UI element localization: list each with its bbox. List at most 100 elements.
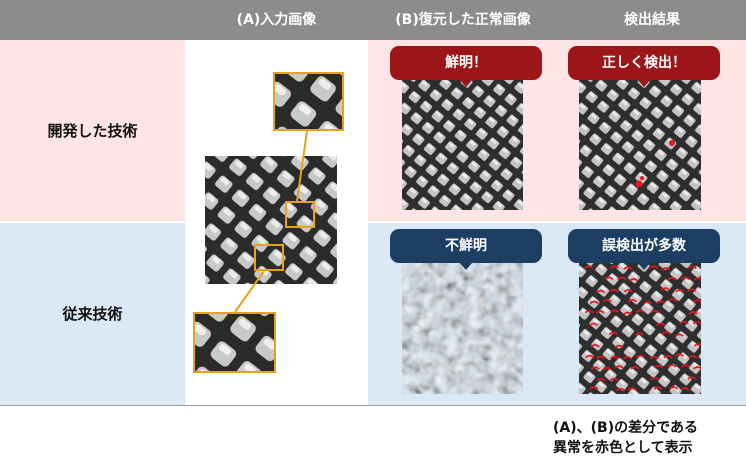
- false-positive-mark: [630, 366, 640, 370]
- badge-clear: 鮮明！: [390, 46, 542, 87]
- false-positive-mark: [590, 366, 600, 370]
- input-image: [205, 156, 337, 284]
- row-divider-left: [0, 221, 185, 223]
- false-positive-mark: [661, 331, 671, 335]
- false-positive-mark: [589, 386, 599, 390]
- false-positive-mark: [609, 265, 620, 269]
- row-label-developed: 開発した技術: [47, 122, 138, 140]
- caption-line-1: (A)、(B)の差分である: [553, 420, 698, 436]
- header-restored-image: (B)復元した正常画像: [395, 12, 531, 28]
- false-positive-mark: [623, 266, 633, 270]
- badge-pointer: [459, 262, 473, 270]
- false-positive-mark: [615, 387, 625, 392]
- badge-unclear-text: 不鮮明: [445, 238, 487, 254]
- false-positive-mark: [679, 321, 689, 325]
- false-positive-mark: [643, 301, 653, 305]
- header-input-image: (A)入力画像: [236, 12, 317, 28]
- header-detection-result: 検出結果: [624, 12, 680, 28]
- false-positive-mark: [650, 309, 660, 314]
- anomaly-mark: [635, 180, 643, 188]
- badge-correct-detection-text: 正しく検出！: [602, 55, 686, 71]
- conventional-detection-image: [579, 262, 701, 394]
- false-positive-mark: [680, 364, 691, 368]
- false-positive-marks: [584, 265, 701, 392]
- false-positive-mark: [692, 366, 701, 370]
- false-positive-mark: [660, 287, 670, 291]
- false-positive-mark: [656, 300, 666, 304]
- developed-detection-image: [579, 78, 701, 210]
- badge-many-false-detections-text: 誤検出が多数: [602, 238, 686, 254]
- false-positive-mark: [675, 289, 685, 293]
- false-positive-mark: [668, 298, 678, 302]
- zoom-region-lower: [254, 244, 284, 271]
- false-positive-mark: [674, 353, 684, 357]
- false-positive-mark: [649, 355, 659, 360]
- false-positive-mark: [663, 355, 673, 359]
- false-positive-mark: [687, 288, 697, 292]
- header-bar: [0, 0, 746, 40]
- false-positive-mark: [602, 366, 612, 371]
- table-bottom-line: [0, 405, 746, 406]
- false-positive-mark: [667, 364, 677, 368]
- false-positive-mark: [687, 376, 697, 380]
- false-positive-mark: [617, 276, 627, 281]
- false-positive-mark: [687, 265, 698, 270]
- false-positive-mark: [595, 310, 605, 314]
- false-positive-mark: [693, 277, 701, 281]
- false-positive-mark: [653, 364, 664, 369]
- false-positive-mark: [667, 276, 677, 281]
- false-positive-mark: [653, 386, 663, 390]
- false-positive-mark: [609, 309, 619, 313]
- false-positive-mark: [627, 387, 637, 391]
- false-positive-mark: [627, 299, 637, 303]
- badge-pointer: [459, 79, 473, 87]
- false-positive-mark: [614, 344, 624, 349]
- anomaly-mark: [669, 140, 675, 146]
- badge-clear-text: 鮮明！: [445, 55, 487, 71]
- false-positive-mark: [693, 343, 701, 347]
- caption: (A)、(B)の差分である 異常を赤色として表示: [553, 418, 746, 458]
- badge-many-false-detections: 誤検出が多数: [568, 229, 720, 270]
- false-positive-mark: [584, 265, 594, 269]
- false-positive-mark: [602, 298, 612, 303]
- false-positive-mark: [655, 322, 666, 327]
- false-positive-mark: [680, 276, 690, 281]
- developed-label-cell: [0, 40, 185, 222]
- false-positive-mark: [584, 310, 594, 314]
- false-positive-mark: [596, 377, 606, 382]
- anomaly-mark: [640, 176, 644, 180]
- false-positive-mark: [692, 321, 701, 325]
- badge-pointer: [637, 262, 651, 270]
- zoom-inset-lower: [193, 312, 276, 373]
- false-positive-mark: [585, 354, 595, 359]
- false-positive-mark: [589, 322, 599, 327]
- false-positive-mark: [688, 355, 698, 359]
- false-positive-mark: [623, 289, 633, 293]
- false-positive-mark: [688, 311, 698, 315]
- false-positive-mark: [609, 289, 619, 293]
- false-positive-mark: [693, 299, 701, 303]
- false-positive-mark: [661, 267, 671, 271]
- false-positive-mark: [609, 355, 620, 360]
- false-positive-mark: [634, 332, 644, 336]
- false-positive-mark: [590, 344, 600, 348]
- false-positive-mark: [622, 356, 632, 360]
- false-positive-mark: [604, 276, 614, 280]
- zoom-inset-upper: [273, 72, 344, 131]
- badge-pointer: [637, 79, 651, 87]
- row-label-conventional: 従来技術: [62, 305, 123, 323]
- badge-correct-detection: 正しく検出！: [568, 46, 720, 87]
- developed-restored-image: [402, 78, 523, 210]
- false-positive-mark: [674, 333, 684, 337]
- false-positive-mark: [635, 309, 645, 313]
- false-positive-mark: [609, 377, 619, 382]
- false-positive-mark: [596, 289, 606, 294]
- false-positive-mark: [595, 355, 605, 360]
- row-divider-right: [368, 221, 746, 223]
- conventional-label-cell: [0, 222, 185, 406]
- zoom-region-upper: [285, 201, 315, 228]
- false-positive-mark: [629, 278, 639, 282]
- false-positive-mark: [622, 311, 632, 316]
- caption-line-2: 異常を赤色として表示: [553, 440, 693, 456]
